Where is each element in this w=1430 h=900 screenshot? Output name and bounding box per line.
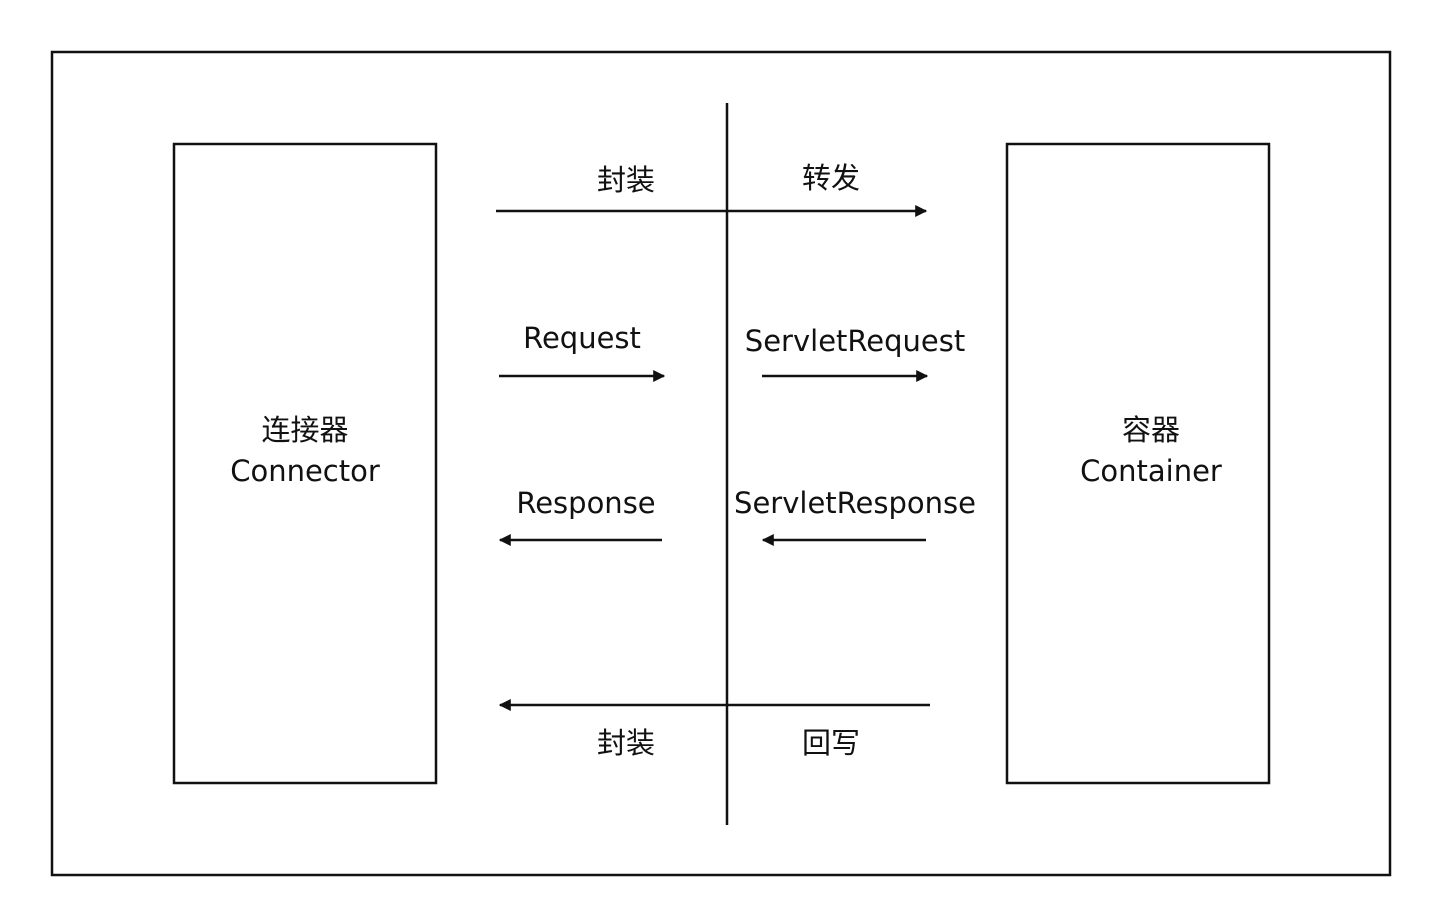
connector-title-en: Connector <box>230 454 380 488</box>
connector-box <box>172 142 438 785</box>
container-title-en: Container <box>1080 454 1222 488</box>
bottom-right-label: 回写 <box>802 726 860 760</box>
container-box <box>1005 142 1271 785</box>
top-left-label: 封装 <box>597 163 655 197</box>
connector-title-cn: 连接器 <box>261 413 348 447</box>
bottom-left-label: 封装 <box>597 726 655 760</box>
outer-frame <box>50 50 1392 877</box>
container-title-cn: 容器 <box>1122 413 1180 447</box>
servlet-request-label: ServletRequest <box>745 324 965 358</box>
response-label: Response <box>516 486 655 520</box>
request-label: Request <box>523 321 641 355</box>
top-right-label: 转发 <box>802 161 860 195</box>
servlet-response-label: ServletResponse <box>734 486 976 520</box>
